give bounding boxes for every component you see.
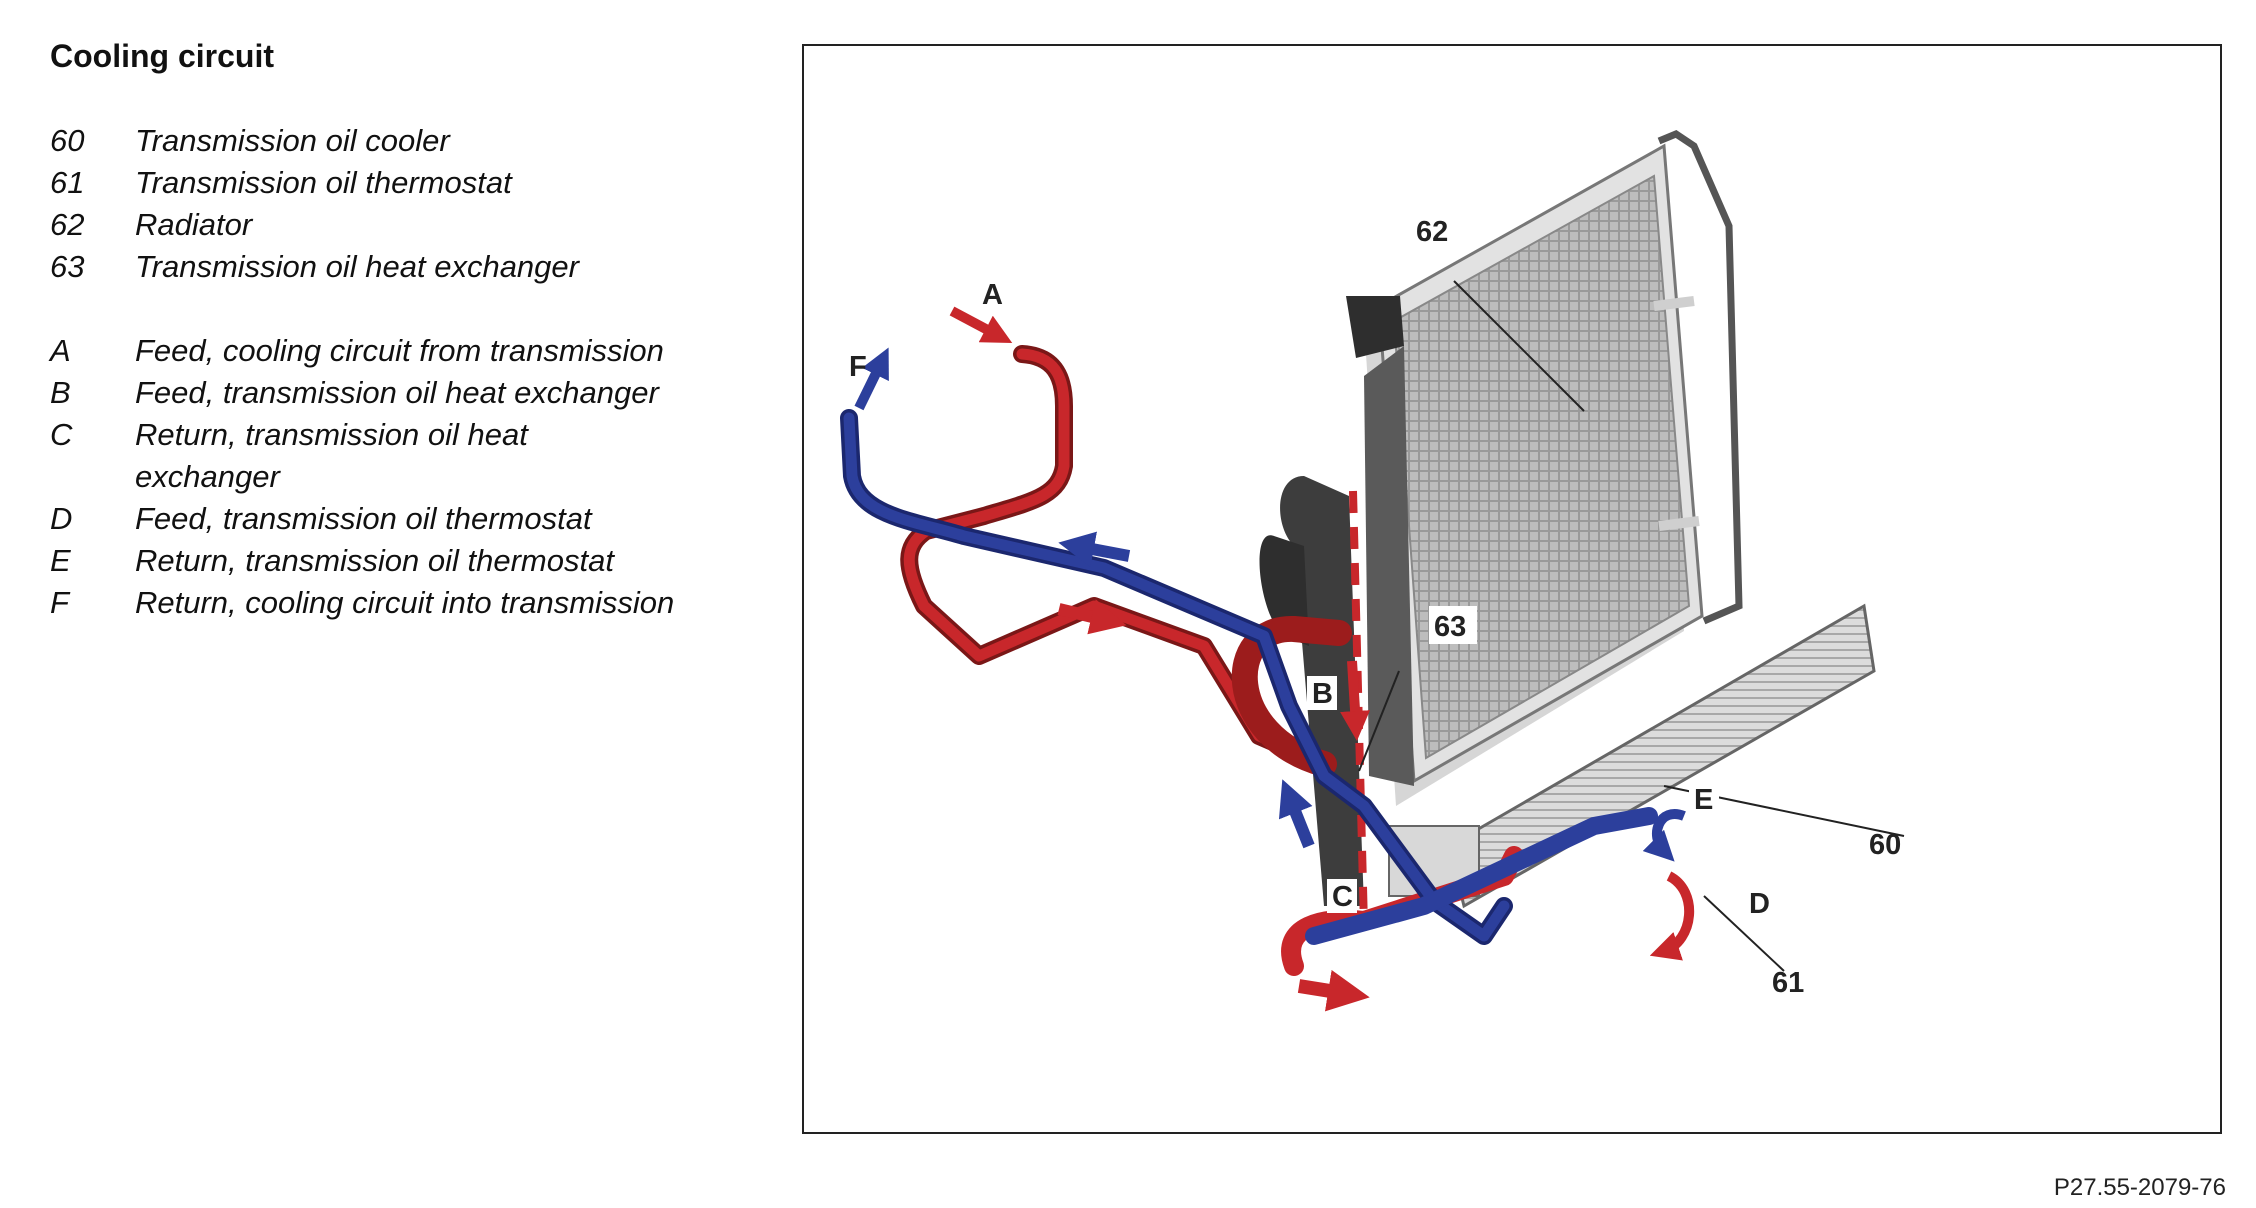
thermostat-housing (1388, 825, 1480, 897)
legend-item: C Return, transmission oil heat exchange… (50, 414, 570, 498)
legend-spacer (50, 288, 750, 330)
legend-key: 62 (50, 207, 85, 242)
legend-text: Radiator (135, 207, 253, 242)
legend-text: Feed, transmission oil thermostat (135, 501, 592, 536)
callout-60: 60 (1869, 829, 1901, 861)
legend-key: 61 (50, 165, 85, 200)
callout-63: 63 (1434, 611, 1466, 643)
legend-item: E Return, transmission oil thermostat (50, 540, 750, 582)
feed-hose-b (1231, 616, 1352, 777)
legend-item: 61 Transmission oil thermostat (50, 162, 750, 204)
legend-text: Transmission oil thermostat (135, 165, 512, 200)
callout-d: D (1749, 888, 1770, 920)
return-arrow-c (1278, 779, 1315, 849)
callout-c-box (1327, 879, 1357, 913)
legend-item: F Return, cooling circuit into transmiss… (50, 582, 750, 624)
legend-item: A Feed, cooling circuit from transmissio… (50, 330, 750, 372)
legend-item: D Feed, transmission oil thermostat (50, 498, 750, 540)
leader-63 (1358, 670, 1400, 772)
figure-reference: P27.55-2079-76 (2053, 1174, 2226, 1201)
legend-key: 63 (50, 249, 85, 284)
leader-61 (1703, 895, 1785, 972)
legend-item: 60 Transmission oil cooler (50, 120, 750, 162)
legend-text: Feed, transmission oil heat exchanger (135, 375, 659, 410)
feed-line (900, 345, 1524, 976)
return-arrow-e (1642, 809, 1686, 862)
legend-item: 63 Transmission oil heat exchanger (50, 246, 750, 288)
feed-arrow-bottom (1297, 969, 1370, 1012)
heat-exchanger-top-mount (1346, 296, 1404, 358)
feed-arrow-b (1340, 660, 1371, 741)
legend-item: 62 Radiator (50, 204, 750, 246)
legend-text: Return, cooling circuit into transmissio… (135, 585, 675, 620)
legend-text: Return, transmission oil heat exchanger (135, 417, 528, 494)
oil-cooler (1388, 603, 1876, 909)
callout-61: 61 (1772, 967, 1804, 999)
callout-f: F (849, 351, 867, 383)
legend-key: E (50, 543, 71, 578)
legend-text: Transmission oil cooler (135, 123, 450, 158)
legend-text: Return, transmission oil thermostat (135, 543, 614, 578)
return-arrow-mid (1058, 531, 1131, 568)
callout-d-box (1744, 886, 1774, 920)
radiator-core (1392, 174, 1691, 760)
feed-arrow-mid (1057, 599, 1127, 635)
callout-63-box (1429, 606, 1477, 644)
callout-a: A (982, 279, 1003, 311)
feed-arrow-a (949, 306, 1013, 344)
radiator-brackets (1653, 296, 1700, 531)
legend-key: 60 (50, 123, 85, 158)
cooling-circuit-illustration: 62 63 60 61 A B C D E F (840, 130, 1905, 1012)
legend-text: Feed, cooling circuit from transmission (135, 333, 664, 368)
legend-key: F (50, 585, 69, 620)
return-line-tube (843, 412, 1510, 942)
radiator-side-tank (1657, 130, 1743, 625)
callout-c: C (1332, 881, 1353, 913)
callout-b-box (1307, 676, 1337, 710)
legend: 60 Transmission oil cooler 61 Transmissi… (50, 120, 750, 624)
legend-item: B Feed, transmission oil heat exchanger (50, 372, 750, 414)
legend-key: C (50, 417, 73, 452)
heat-exchanger-core (1364, 346, 1414, 786)
legend-key: B (50, 375, 71, 410)
leader-62 (1453, 280, 1585, 412)
legend-text: Transmission oil heat exchanger (135, 249, 579, 284)
return-arrow-f (854, 347, 889, 411)
callout-e: E (1694, 784, 1713, 816)
callout-e-box (1689, 782, 1719, 816)
feed-line-tube (903, 348, 1330, 770)
callout-b: B (1312, 678, 1333, 710)
feed-arrow-d (1649, 871, 1695, 961)
page-title: Cooling circuit (50, 38, 274, 74)
return-line (840, 409, 1658, 945)
legend-key: D (50, 501, 73, 536)
flow-arrows (854, 306, 1695, 1012)
cooling-circuit-figure: 62 63 60 61 A B C D E F (802, 44, 2222, 1134)
return-hose-e (1305, 807, 1658, 945)
callout-62: 62 (1416, 216, 1448, 248)
legend-key: A (50, 333, 71, 368)
